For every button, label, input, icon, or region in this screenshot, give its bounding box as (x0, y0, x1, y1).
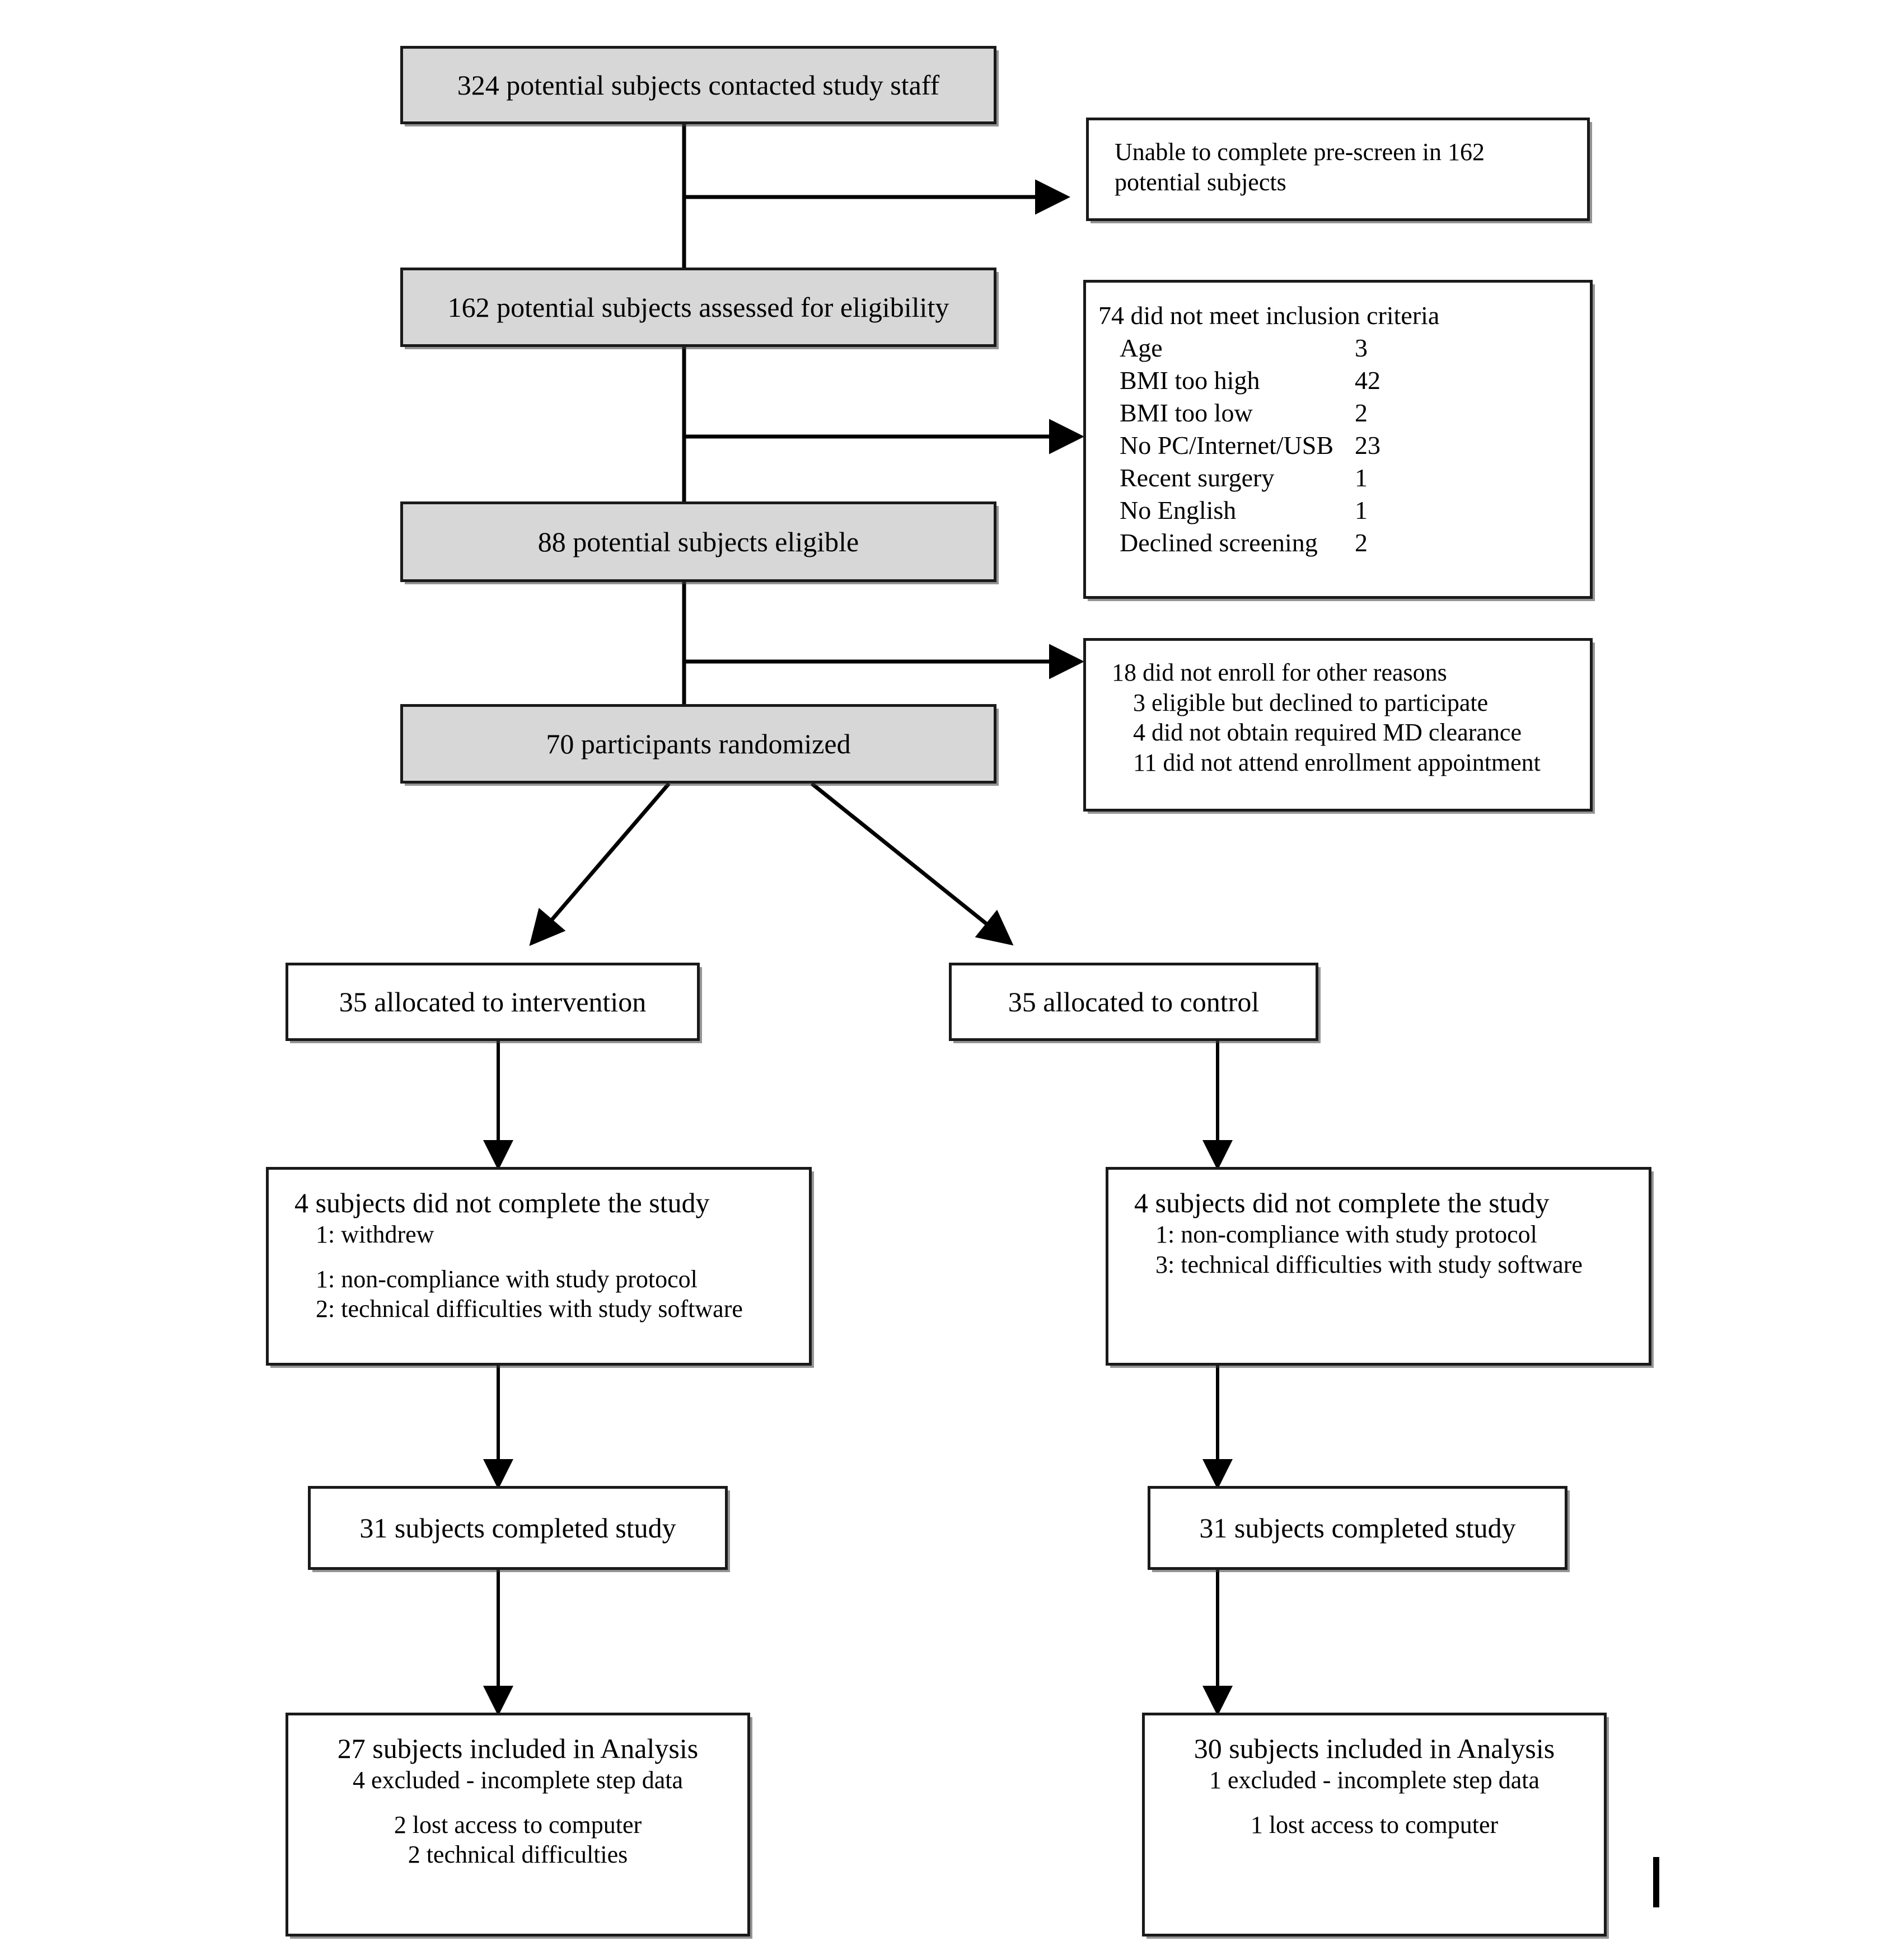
not-enrolled-reason: 4 did not obtain required MD clearance (1133, 719, 1522, 747)
not-enrolled-reason: 11 did not attend enrollment appointment (1133, 749, 1541, 777)
criteria-row: Age 3 (1086, 332, 1422, 364)
criteria-count: 3 (1355, 333, 1368, 362)
node-allocated-control: 35 allocated to control (949, 963, 1318, 1041)
completed-intervention-label: 31 subjects completed study (359, 1512, 676, 1544)
allocated-intervention-label: 35 allocated to intervention (339, 986, 647, 1017)
criteria-label: No PC/Internet/USB (1120, 430, 1334, 459)
criteria-label: Declined screening (1120, 528, 1318, 557)
not-enrolled-reason: 3 eligible but declined to participate (1133, 688, 1489, 716)
analysis-control-excluded: 1 excluded - incomplete step data (1209, 1766, 1540, 1794)
node-contacted: 324 potential subjects contacted study s… (400, 46, 996, 124)
criteria-count: 42 (1355, 365, 1380, 395)
criteria-row: BMI too low 2 (1086, 397, 1422, 429)
node-randomized: 70 participants randomized (400, 704, 996, 784)
analysis-intervention-excluded: 4 excluded - incomplete step data (352, 1766, 684, 1794)
criteria-count: 23 (1355, 430, 1380, 459)
criteria-count: 2 (1355, 528, 1368, 557)
node-eligible: 88 potential subjects eligible (400, 501, 996, 582)
analysis-intervention-excluded-reason: 2 lost access to computer (394, 1811, 642, 1839)
not-enrolled-heading: 18 did not enroll for other reasons (1112, 659, 1447, 686)
analysis-intervention-excluded-reason: 2 technical difficulties (408, 1841, 628, 1869)
node-completed-intervention: 31 subjects completed study (308, 1486, 728, 1570)
criteria-row: Declined screening 2 (1086, 527, 1422, 559)
node-dropout-intervention: 4 subjects did not complete the study 1:… (266, 1167, 812, 1366)
dropout-intervention-reason: 2: technical difficulties with study sof… (316, 1295, 743, 1323)
criteria-row: No English 1 (1086, 494, 1422, 527)
criteria-label: BMI too high (1120, 365, 1260, 395)
criteria-count: 1 (1355, 463, 1368, 492)
criteria-label: Recent surgery (1120, 463, 1275, 492)
criteria-row: No PC/Internet/USB 23 (1086, 429, 1422, 462)
dropout-control-reason: 1: non-compliance with study protocol (1155, 1221, 1537, 1248)
node-not-enrolled: 18 did not enroll for other reasons 3 el… (1083, 638, 1593, 812)
node-prescreen-excluded: Unable to complete pre-screen in 162 pot… (1086, 118, 1590, 221)
node-allocated-intervention: 35 allocated to intervention (286, 963, 700, 1041)
node-completed-control: 31 subjects completed study (1148, 1486, 1567, 1570)
allocated-control-label: 35 allocated to control (1008, 986, 1260, 1017)
node-eligible-label: 88 potential subjects eligible (537, 526, 859, 557)
analysis-control-heading: 30 subjects included in Analysis (1194, 1733, 1555, 1764)
criteria-count: 2 (1355, 398, 1368, 427)
criteria-label: No English (1120, 495, 1237, 524)
not-meet-criteria-heading: 74 did not meet inclusion criteria (1098, 301, 1440, 330)
criteria-count: 1 (1355, 495, 1368, 524)
node-dropout-control: 4 subjects did not complete the study 1:… (1106, 1167, 1651, 1366)
completed-control-label: 31 subjects completed study (1199, 1512, 1516, 1544)
criteria-label: BMI too low (1120, 398, 1253, 427)
dropout-intervention-reason: 1: non-compliance with study protocol (316, 1265, 698, 1293)
node-assessed-eligibility: 162 potential subjects assessed for elig… (400, 268, 996, 347)
dropout-control-heading: 4 subjects did not complete the study (1134, 1187, 1550, 1218)
node-contacted-label: 324 potential subjects contacted study s… (457, 69, 940, 101)
node-assessed-label: 162 potential subjects assessed for elig… (447, 291, 949, 323)
criteria-row: BMI too high 42 (1086, 364, 1422, 397)
analysis-control-excluded-reason: 1 lost access to computer (1250, 1811, 1499, 1839)
node-randomized-label: 70 participants randomized (546, 728, 851, 759)
prescreen-excluded-line-1: Unable to complete pre-screen in 162 (1115, 138, 1485, 166)
analysis-intervention-heading: 27 subjects included in Analysis (337, 1733, 699, 1764)
dropout-intervention-heading: 4 subjects did not complete the study (294, 1187, 710, 1218)
dropout-intervention-reason: 1: withdrew (316, 1221, 434, 1248)
criteria-label: Age (1120, 333, 1163, 362)
prescreen-excluded-line-2: potential subjects (1115, 168, 1286, 196)
node-analysis-control: 30 subjects included in Analysis 1 exclu… (1142, 1713, 1607, 1936)
dropout-control-reason: 3: technical difficulties with study sof… (1155, 1250, 1583, 1278)
page-artifact-tick (1653, 1857, 1659, 1907)
node-not-meet-criteria: 74 did not meet inclusion criteria Age 3… (1083, 280, 1593, 599)
criteria-row: Recent surgery 1 (1086, 462, 1422, 494)
node-analysis-intervention: 27 subjects included in Analysis 4 exclu… (286, 1713, 750, 1936)
